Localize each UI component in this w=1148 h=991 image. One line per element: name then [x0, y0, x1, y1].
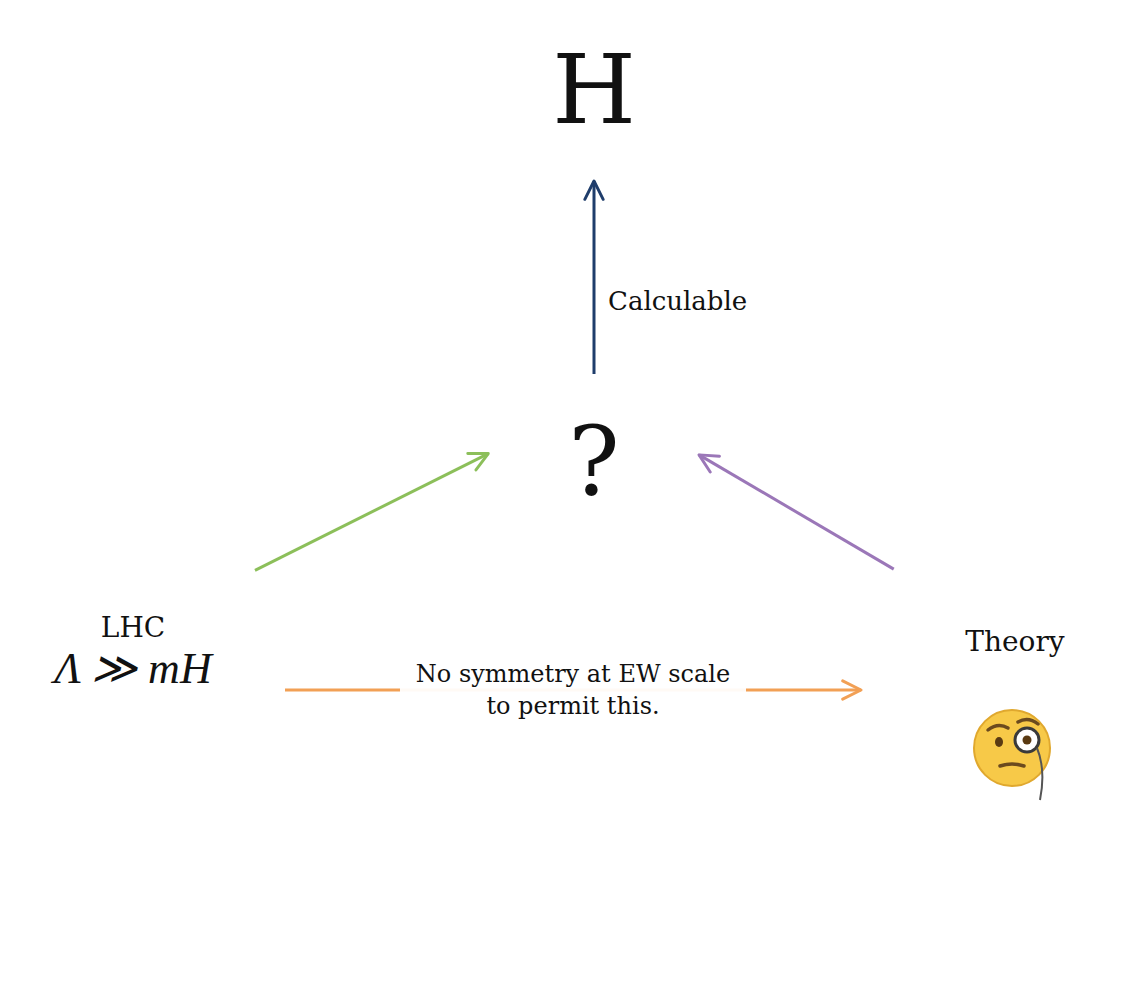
- calculable-arrow: [593, 181, 596, 374]
- node-title: LHC: [101, 612, 165, 644]
- theory-arrow: [699, 455, 894, 569]
- node-formula: Λ ≫ mH: [54, 644, 211, 695]
- circle-outline: [865, 540, 1148, 840]
- edge-label: No symmetry at EW scale to permit this.: [400, 656, 746, 725]
- lhc-circle: LHCΛ ≫ mH: [0, 540, 283, 840]
- circle-shape: [508, 4, 681, 177]
- theory-circle: Theory: [865, 540, 1148, 840]
- circle-shape: [508, 376, 681, 549]
- circle-shape: [0, 542, 282, 839]
- unknown-circle: ?: [506, 374, 682, 550]
- result-circle: H: [506, 2, 682, 178]
- node-title: Theory: [965, 626, 1064, 658]
- node-title: H: [552, 35, 636, 145]
- edge-label: Calculable: [608, 284, 747, 319]
- node-title: ?: [568, 407, 619, 517]
- lhc-arrow: [255, 454, 488, 571]
- circle-shape: [867, 542, 1148, 839]
